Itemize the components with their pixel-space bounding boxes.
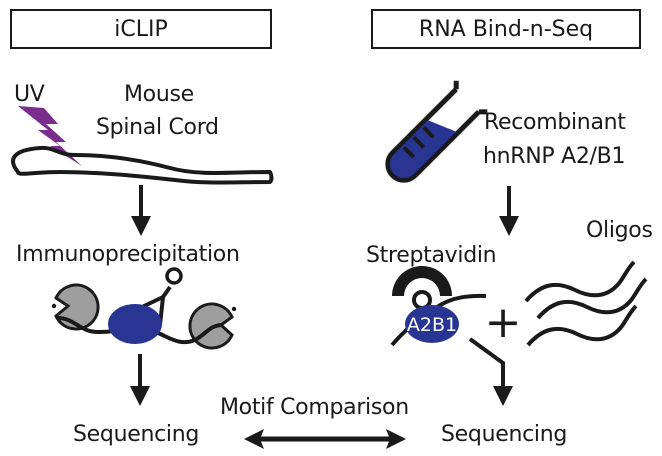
recombinant-label-line2: hnRNP A2/B1 [483,144,626,169]
streptavidin-label: Streptavidin [366,243,497,268]
oligo-strand-icon [524,260,636,303]
source-label-line1: Mouse [124,82,194,107]
oligos-label: Oligos [586,218,653,243]
uv-label: UV [14,82,45,107]
immunoprecipitation-label: Immunoprecipitation [16,242,240,267]
protein-icon [405,305,459,343]
plus-sign: + [485,297,522,348]
arrow-down-icon [499,186,519,236]
arrow-down-icon [131,185,151,236]
source-label-line2: Spinal Cord [96,115,219,140]
protein-icon [108,304,162,344]
rna-strand [157,323,223,345]
uv-lightning-icon [18,106,82,166]
recombinant-label-line1: Recombinant [484,110,626,135]
oligo-strand-icon [526,304,638,347]
arrow-down-icon [130,354,150,406]
test-tube-icon [385,80,488,183]
streptavidin-icon [392,266,452,296]
arrow-down-icon [468,337,513,406]
right-sequencing-label: Sequencing [441,422,568,447]
rbns-title-box: RNA Bind-n-Seq [371,9,641,49]
protein-label: A2B1 [407,314,457,336]
motif-comparison-label: Motif Comparison [220,395,409,420]
double-arrow-icon [244,429,406,449]
iclip-title-box: iCLIP [10,9,272,49]
left-sequencing-label: Sequencing [73,422,200,447]
rbns-title: RNA Bind-n-Seq [418,16,594,42]
spinal-cord-icon [11,145,274,185]
iclip-title: iCLIP [114,16,168,42]
oligo-strand-icon [536,277,648,320]
